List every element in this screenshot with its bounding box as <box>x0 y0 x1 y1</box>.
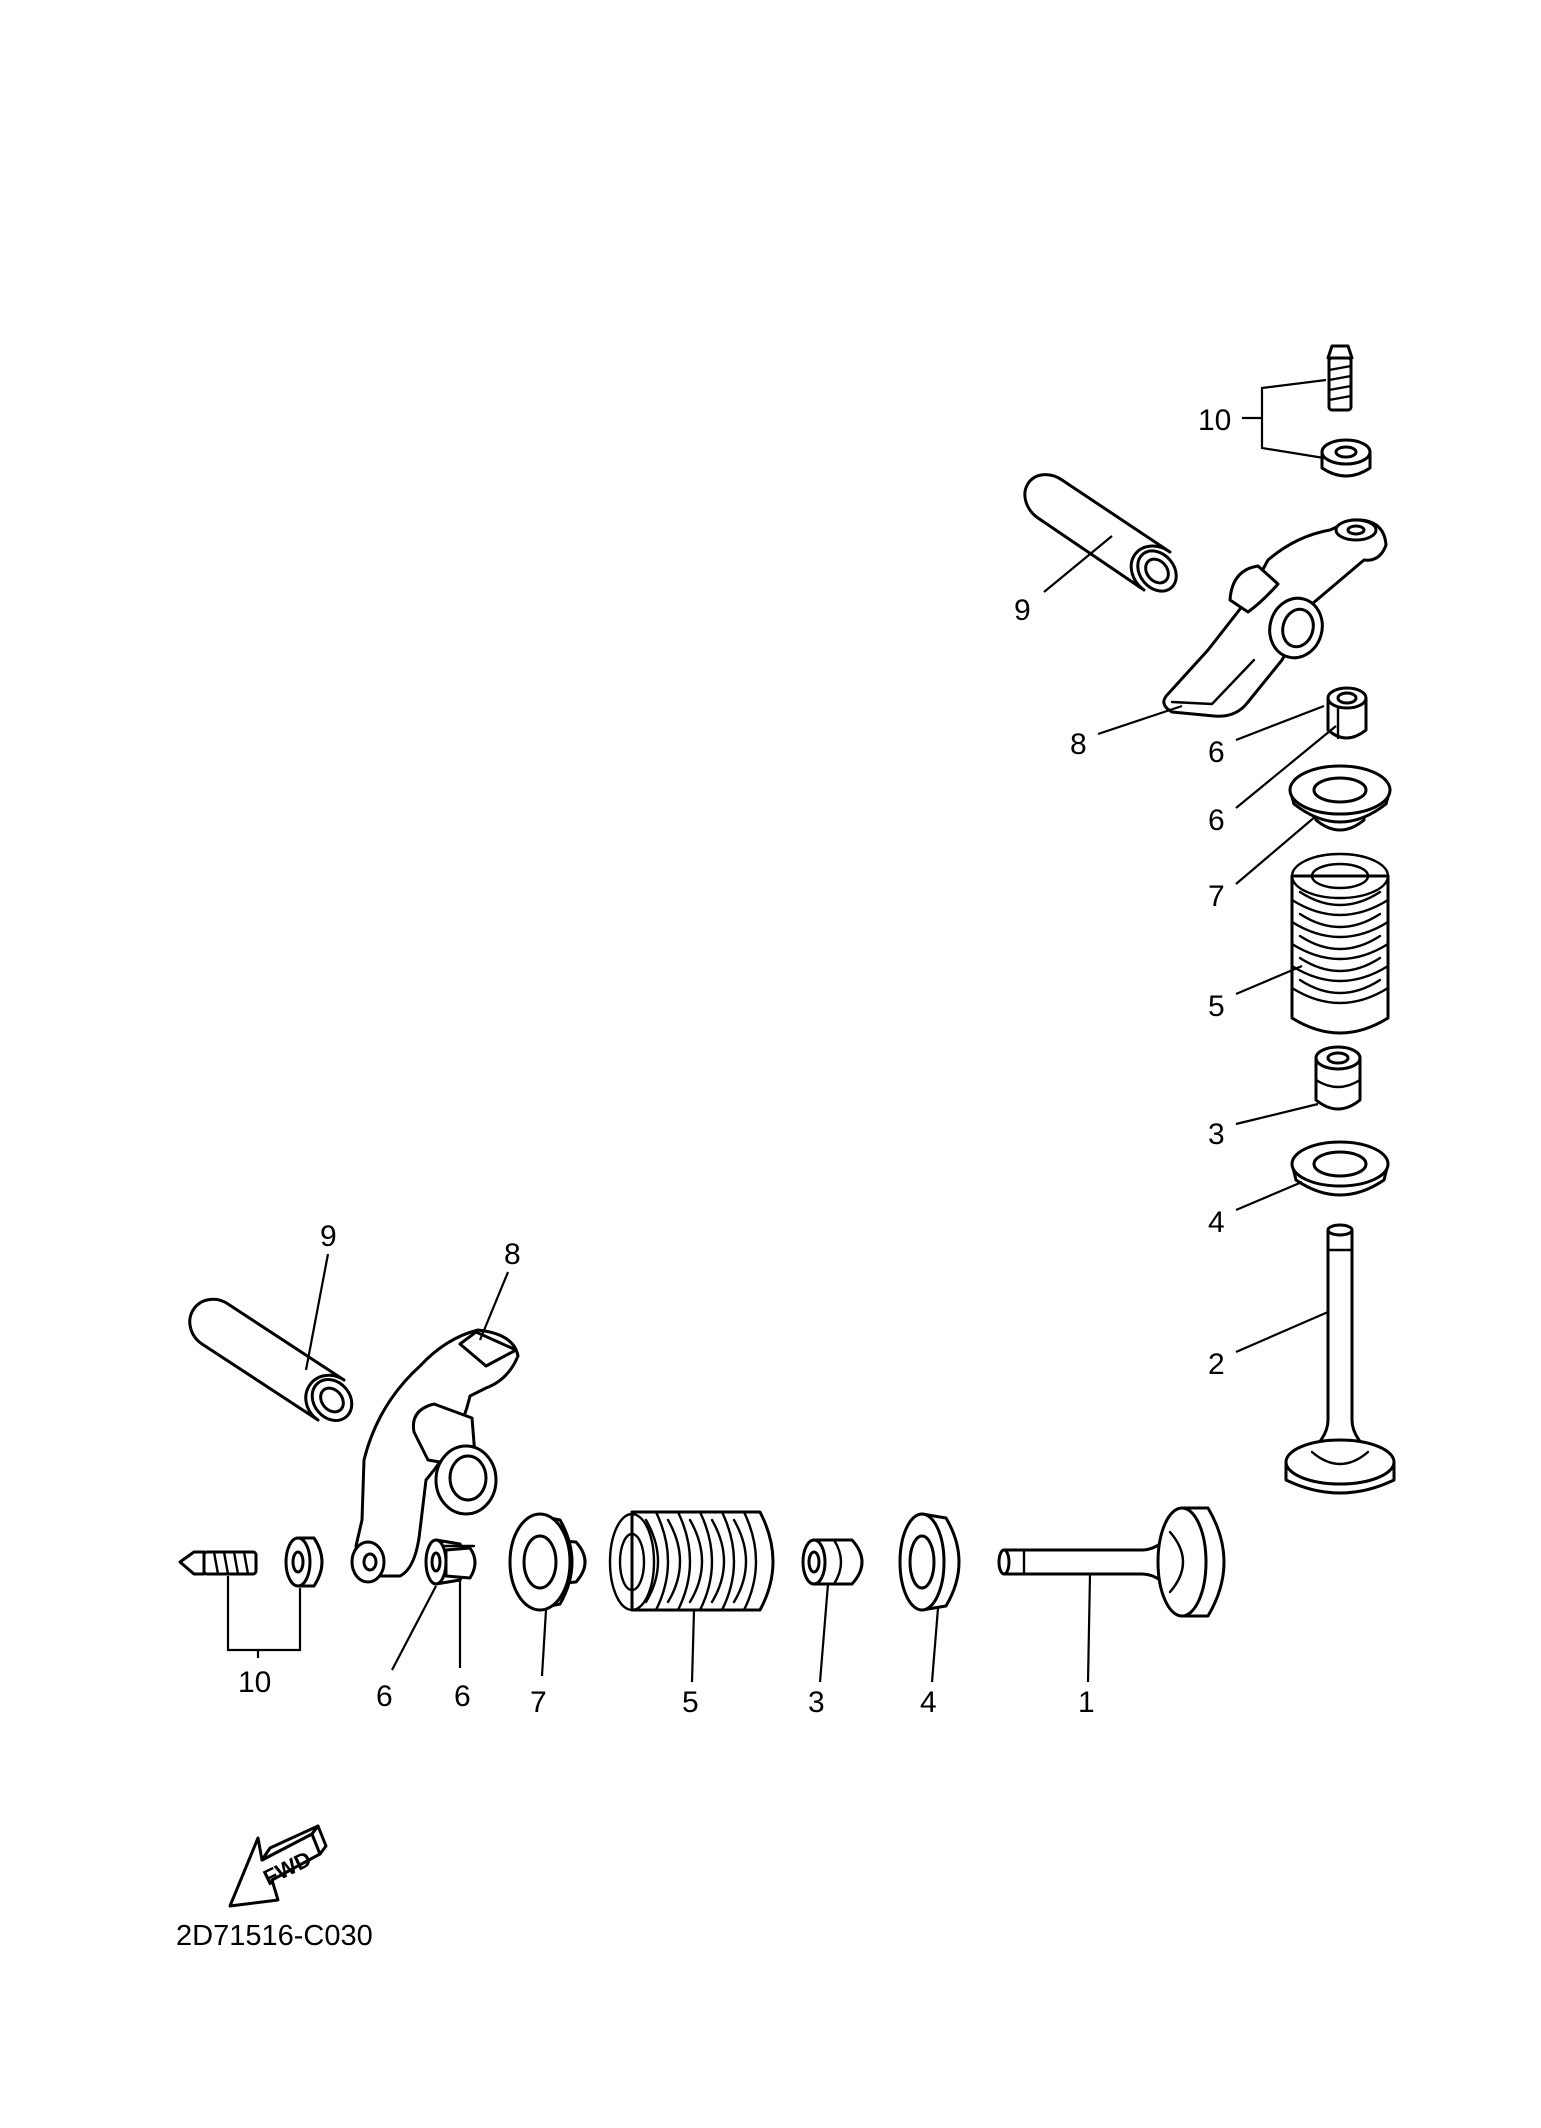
callout-9: 9 <box>1014 594 1031 627</box>
rocker-arm-right <box>1162 518 1388 718</box>
callouts-left: 9 8 10 6 6 7 5 3 4 1 <box>238 1220 1095 1719</box>
callout-6: 6 <box>1208 804 1225 837</box>
valve-stem-seal-left <box>801 1538 864 1586</box>
valve-stem-seal-right <box>1314 1045 1362 1111</box>
callout-8: 8 <box>1070 728 1087 761</box>
spring-retainer-left <box>508 1512 587 1612</box>
callout-6: 6 <box>376 1680 393 1713</box>
callout-6: 6 <box>454 1680 471 1713</box>
valve-spring-left <box>608 1510 775 1612</box>
callout-4: 4 <box>920 1686 937 1719</box>
callout-4: 4 <box>1208 1206 1225 1239</box>
callout-1: 1 <box>1078 1686 1095 1719</box>
callouts-right: 10 9 8 6 6 7 5 3 4 2 <box>1014 404 1231 1381</box>
lock-nut-right <box>1320 438 1372 478</box>
callout-3: 3 <box>808 1686 825 1719</box>
leader-lines-right <box>1043 378 1337 1354</box>
callout-8: 8 <box>504 1238 521 1271</box>
callout-10: 10 <box>238 1666 271 1699</box>
drawing-code: 2D71516-C030 <box>176 1920 373 1952</box>
lock-nut-left <box>284 1536 324 1588</box>
callout-2: 2 <box>1208 1348 1225 1381</box>
callout-3: 3 <box>1208 1118 1225 1151</box>
valve-right <box>1284 1223 1396 1495</box>
rocker-shaft-left <box>188 1297 354 1422</box>
adjusting-screw-right <box>1326 344 1354 412</box>
callout-10: 10 <box>1198 404 1231 437</box>
callout-9: 9 <box>320 1220 337 1253</box>
spring-retainer-right <box>1288 764 1392 832</box>
leader-lines-left <box>226 1253 1092 1683</box>
rocker-arm-left <box>350 1328 520 1584</box>
callout-5: 5 <box>1208 990 1225 1023</box>
rocker-shaft-right <box>1023 473 1178 593</box>
adjusting-screw-left <box>178 1550 258 1576</box>
valve-cotter-right <box>1326 686 1368 740</box>
valve-spring-right <box>1290 852 1390 1035</box>
callout-5: 5 <box>682 1686 699 1719</box>
spring-seat-left <box>898 1512 961 1612</box>
spring-seat-right <box>1290 1140 1390 1197</box>
callout-6: 6 <box>1208 736 1225 769</box>
valve-left <box>997 1506 1226 1618</box>
callout-7: 7 <box>530 1686 547 1719</box>
valve-cotter-left <box>424 1538 477 1586</box>
callout-7: 7 <box>1208 880 1225 913</box>
fwd-arrow-icon: FWD <box>228 1824 328 1908</box>
